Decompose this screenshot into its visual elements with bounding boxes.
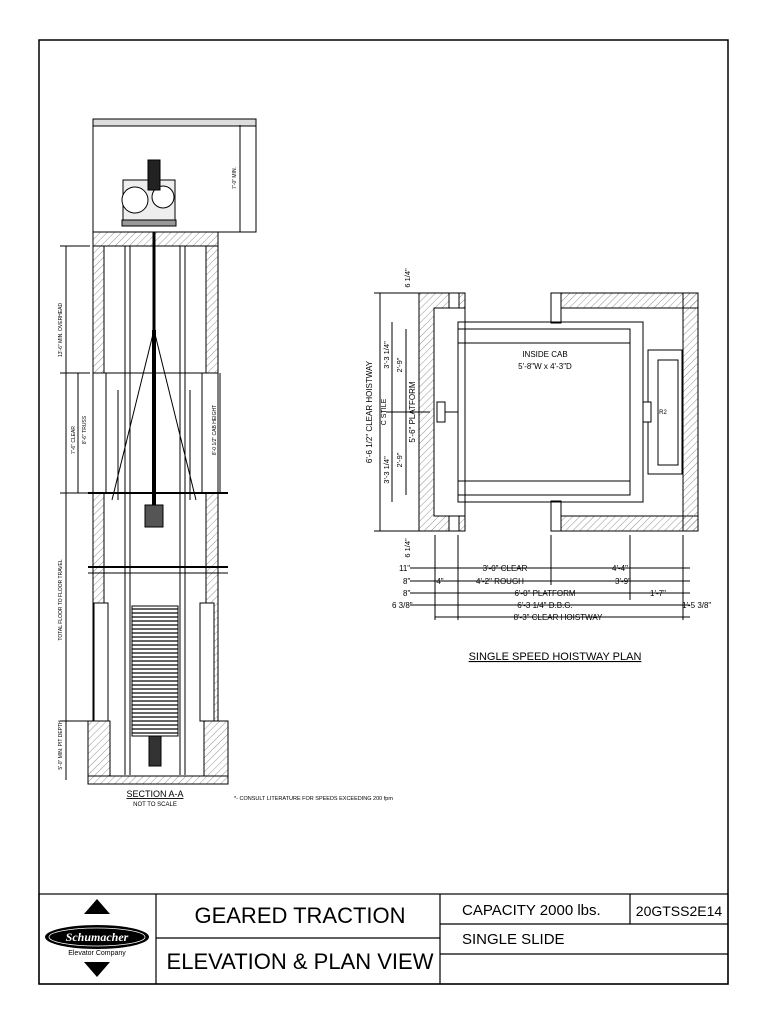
clear-hoistway-v: 6'-6 1/2" CLEAR HOISTWAY <box>365 360 374 463</box>
dim-8-3-clear-hoistway: 8'-3" CLEAR HOISTWAY <box>514 613 603 622</box>
dim-8-a: 8" <box>403 577 410 586</box>
cab-height-label: 8'-0 1/2" CAB HEIGHT <box>212 405 218 455</box>
plan-title: SINGLE SPEED HOISTWAY PLAN <box>469 651 642 663</box>
inside-cab-dims: 5'-8"W x 4'-3"D <box>518 362 572 371</box>
hoistway-plan <box>374 292 699 620</box>
c-stile-label: C STILE <box>381 398 388 425</box>
truss-label: 8'-6" TRUSS <box>82 415 88 444</box>
section-subtitle: NOT TO SCALE <box>133 802 177 808</box>
dim-4-2-rough: 4'-2" ROUGH <box>476 577 524 586</box>
logo-subtitle: Elevator Company <box>68 950 126 957</box>
capacity-label: CAPACITY 2000 lbs. <box>462 902 601 919</box>
min-label: 7'-0" MIN. <box>232 167 238 189</box>
schumacher-logo <box>45 899 149 977</box>
arrow-down-icon <box>84 962 110 977</box>
top-gap-label: 6 1/4" <box>403 268 412 288</box>
dim-8-b: 8" <box>403 589 410 598</box>
dim-11: 11" <box>399 564 410 573</box>
dim-1-7: 1'-7" <box>650 589 666 598</box>
title-line-2: ELEVATION & PLAN VIEW <box>166 949 434 974</box>
inside-cab-label: INSIDE CAB <box>522 350 567 359</box>
counterweight <box>131 605 179 737</box>
section-elevation <box>60 118 257 785</box>
top-29-label: 2'-9" <box>395 357 404 372</box>
overhead-label: 13'-6" MIN. OVERHEAD <box>58 303 64 358</box>
travel-label: TOTAL FLOOR TO FLOOR TRAVEL <box>58 559 64 640</box>
bot-gap-label: 6 1/4" <box>403 538 412 558</box>
model-number: 20GTSS2E14 <box>635 903 723 919</box>
bot-33-label: 3'-3 1/4" <box>382 456 391 484</box>
dim-6-3-8: 6 3/8" <box>392 601 413 610</box>
dim-3-9: 3'-9" <box>615 577 631 586</box>
cab-outline <box>457 321 644 503</box>
clear-height-label: 7'-6" CLEAR <box>71 426 77 454</box>
door-type: SINGLE SLIDE <box>462 931 565 948</box>
title-block <box>38 893 729 985</box>
title-line-1: GEARED TRACTION <box>194 903 406 928</box>
dim-4-4: 4'-4" <box>612 564 628 573</box>
logo-name: Schumacher <box>65 930 129 944</box>
dim-4: 4" <box>436 577 443 586</box>
dim-3-0-clear: 3'-0" CLEAR <box>483 564 528 573</box>
bot-29-label: 2'-9" <box>395 452 404 467</box>
logo-oval <box>45 925 149 949</box>
dim-1-5-3-8: 1'-5 3/8" <box>682 601 711 610</box>
dim-6-0-platform: 6'-0" PLATFORM <box>514 589 575 598</box>
pit-label: 5'-0" MIN. PIT DEPTH <box>58 720 64 770</box>
arrow-up-icon <box>84 899 110 914</box>
traction-machine-icon <box>121 159 177 227</box>
section-title: SECTION A-A <box>126 789 183 799</box>
section-note: *- CONSULT LITERATURE FOR SPEEDS EXCEEDI… <box>234 796 393 802</box>
dim-dbg: 6'-3 1/4" D.B.G. <box>517 601 573 610</box>
plan-labels: INSIDE CAB 5'-8"W x 4'-3"D R2 6'-6 1/2" … <box>365 268 711 663</box>
top-33-label: 3'-3 1/4" <box>382 341 391 369</box>
r2-label: R2 <box>659 410 667 416</box>
section-dimension-labels: 13'-6" MIN. OVERHEAD 7'-6" CLEAR 8'-6" T… <box>58 167 238 770</box>
platform-v: 5'-6" PLATFORM <box>408 381 417 442</box>
